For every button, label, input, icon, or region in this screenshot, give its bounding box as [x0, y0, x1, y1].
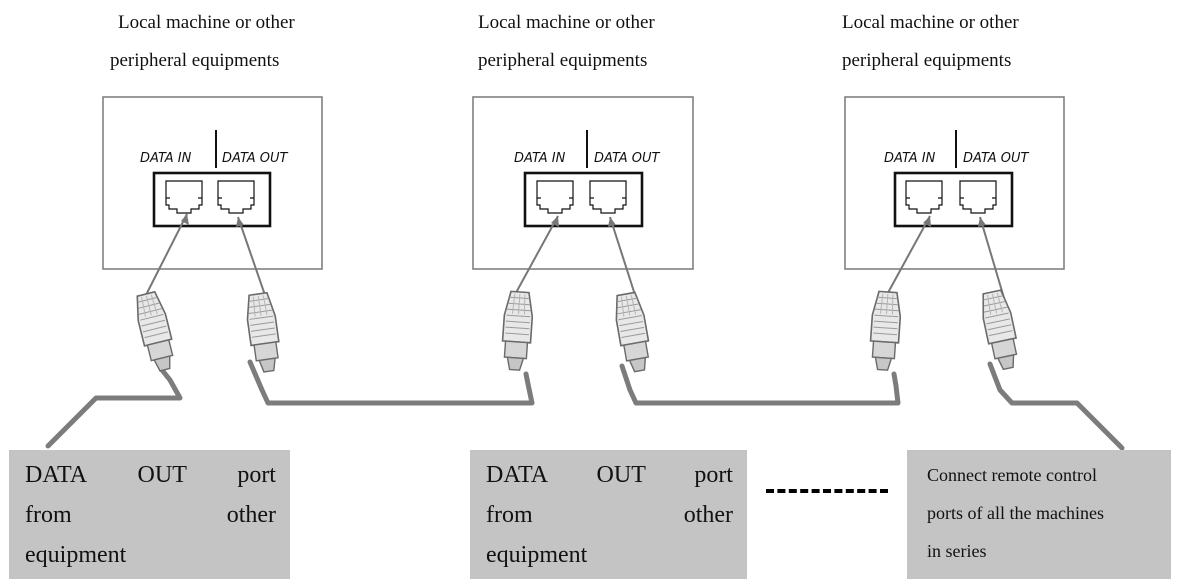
- series-connection-note: Connect remote control ports of all the …: [907, 450, 1171, 579]
- left-note-line3: equipment: [25, 542, 127, 568]
- left-note-word: other: [226, 502, 276, 528]
- left-note-word: DATA: [25, 462, 88, 488]
- unit-1: DATA IN DATA OUT: [102, 96, 323, 374]
- left-note-line2: from other: [25, 495, 276, 535]
- unit-1-in-arrow: [145, 213, 188, 296]
- unit-1-caption: Local machine or other peripheral equipm…: [110, 4, 295, 80]
- left-note-word: OUT: [137, 462, 187, 488]
- middle-note-word: DATA: [486, 462, 549, 488]
- unit-1-caption-line2: peripheral equipments: [110, 50, 280, 71]
- right-note-line2: ports of all the machines: [927, 503, 1104, 523]
- left-note-word: port: [237, 462, 276, 488]
- left-note-line1: DATA OUT port: [25, 455, 276, 495]
- unit-3-data-in-label: DATA IN: [884, 151, 936, 166]
- middle-source-note: DATA OUT port from other equipment: [470, 450, 747, 579]
- unit-2-caption-line1: Local machine or other: [478, 12, 655, 33]
- unit-2: DATA IN DATA OUT: [472, 96, 694, 375]
- middle-note-word: other: [683, 502, 733, 528]
- unit-1-caption-line1: Local machine or other: [118, 12, 295, 33]
- unit-3-port-panel: [893, 171, 1014, 228]
- unit-1-port-panel: [152, 171, 272, 228]
- unit-2-caption-line2: peripheral equipments: [478, 50, 648, 71]
- unit-2-out-arrow: [609, 216, 637, 299]
- right-note-line1: Connect remote control: [927, 465, 1097, 485]
- unit-2-port-panel: [523, 171, 644, 228]
- unit-3-caption-line2: peripheral equipments: [842, 50, 1012, 71]
- continuation-dashes: [766, 489, 888, 493]
- unit-3-in-plug: [867, 290, 903, 372]
- middle-note-line3: equipment: [486, 542, 588, 568]
- middle-note-word: from: [486, 502, 533, 528]
- cable-from-left-note: [45, 367, 183, 449]
- unit-1-data-out-label: DATA OUT: [222, 151, 288, 166]
- unit-2-in-arrow: [511, 215, 559, 301]
- left-source-note: DATA OUT port from other equipment: [9, 450, 290, 579]
- unit-3: DATA IN DATA OUT: [844, 96, 1065, 373]
- unit-3-out-plug: [977, 288, 1023, 373]
- left-note-word: from: [25, 502, 72, 528]
- unit-2-in-plug: [499, 290, 535, 372]
- middle-note-word: port: [694, 462, 733, 488]
- cable-unit3-to-right-note: [987, 361, 1125, 451]
- unit-1-in-plug: [131, 289, 180, 374]
- unit-3-data-out-label: DATA OUT: [963, 151, 1029, 166]
- unit-3-in-arrow: [883, 215, 931, 301]
- cable-group: [45, 359, 1125, 451]
- middle-note-line1: DATA OUT port: [486, 455, 733, 495]
- unit-3-caption-line1: Local machine or other: [842, 12, 1019, 33]
- unit-2-data-in-label: DATA IN: [514, 151, 566, 166]
- middle-note-line2: from other: [486, 495, 733, 535]
- unit-2-out-plug: [611, 290, 655, 375]
- unit-1-data-in-label: DATA IN: [140, 151, 192, 166]
- unit-3-out-arrow: [979, 216, 1005, 299]
- cable-unit2-to-unit3: [619, 363, 901, 406]
- right-note-line3: in series: [927, 541, 987, 561]
- cable-unit1-to-unit2: [247, 359, 535, 406]
- unit-2-caption: Local machine or other peripheral equipm…: [478, 4, 655, 80]
- middle-note-word: OUT: [596, 462, 646, 488]
- unit-2-data-out-label: DATA OUT: [594, 151, 660, 166]
- unit-3-caption: Local machine or other peripheral equipm…: [842, 4, 1019, 80]
- unit-1-out-arrow: [237, 216, 267, 299]
